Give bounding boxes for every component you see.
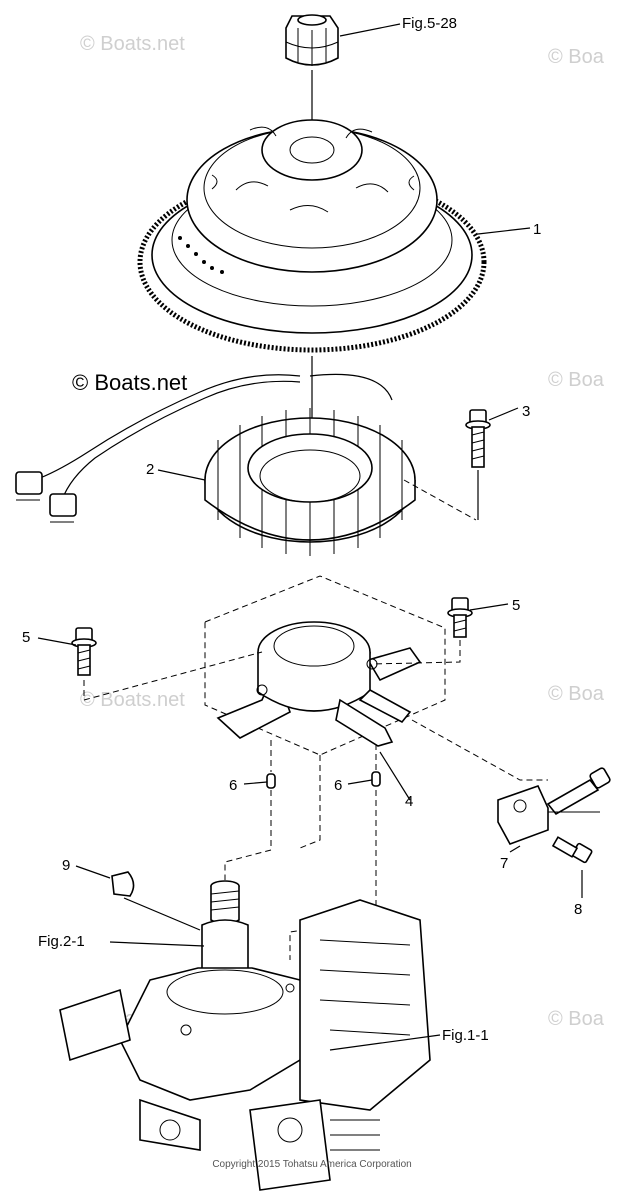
bolt: [71, 627, 97, 676]
label-part-6-right: 6: [334, 777, 342, 794]
label-fig-1-1: Fig.1-1: [442, 1027, 489, 1044]
callout-labels: Fig.5-28 1 2 3 4 5 5 6 6 7 8 9 Fig.2-1 F…: [22, 15, 582, 1044]
watermark: © Boa: [548, 683, 605, 705]
watermark: © Boa: [548, 369, 605, 391]
watermark: © Boa: [548, 1008, 605, 1030]
label-fig-5-28: Fig.5-28: [402, 15, 457, 32]
watermark: © Boa: [548, 46, 605, 68]
dowel-pin: [266, 771, 381, 789]
copyright-text: Copyright 2015 Tohatsu America Corporati…: [212, 1159, 411, 1170]
bolt: [465, 409, 491, 468]
label-part-6-left: 6: [229, 777, 237, 794]
label-part-7: 7: [500, 855, 508, 872]
label-part-5-left: 5: [22, 629, 30, 646]
crankcase: [59, 880, 431, 1191]
label-fig-2-1: Fig.2-1: [38, 933, 85, 950]
watermark: © Boats.net: [80, 689, 185, 711]
label-part-4: 4: [405, 793, 413, 810]
flywheel: [137, 119, 487, 353]
connector: [15, 471, 77, 523]
label-part-9: 9: [62, 857, 70, 874]
bolt: [551, 836, 593, 864]
woodruff-key: [111, 871, 135, 897]
label-part-2: 2: [146, 461, 154, 478]
label-part-8: 8: [574, 901, 582, 918]
label-part-3: 3: [522, 403, 530, 420]
watermark: © Boats.net: [80, 33, 185, 55]
watermark-main: © Boats.net: [72, 370, 187, 395]
stator: [204, 408, 416, 556]
pulser-coil: [497, 767, 611, 845]
label-part-1: 1: [533, 221, 541, 238]
stator-base: [216, 621, 422, 747]
bolt: [447, 597, 473, 638]
flywheel-nut: [285, 14, 339, 66]
label-part-5-right: 5: [512, 597, 520, 614]
